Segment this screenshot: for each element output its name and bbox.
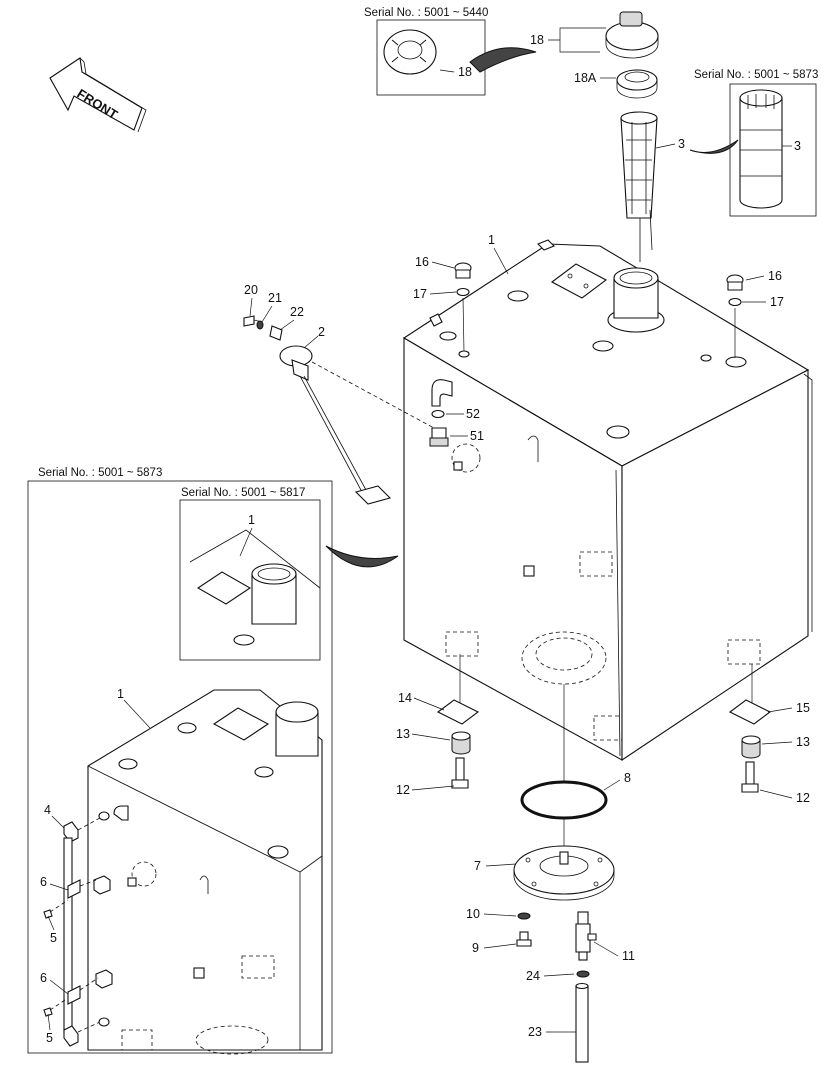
strainer-inset-serial-label: Serial No. : 5001 ~ 5873: [694, 69, 818, 81]
callout-12-right: 12: [796, 791, 810, 805]
callout-22: 22: [290, 305, 304, 319]
callout-5-lower: 5: [46, 1031, 53, 1045]
callout-14: 14: [398, 691, 412, 705]
callout-17-left: 17: [413, 287, 427, 301]
o-ring-part-52: [431, 409, 445, 419]
callout-13-right: 13: [796, 735, 810, 749]
adapter-part-11: [575, 911, 597, 961]
level-gauge-part-2: [279, 345, 392, 505]
strainer-part-3: [620, 111, 658, 262]
washer-part-10: [517, 912, 531, 920]
callout-18a: 18A: [574, 71, 597, 85]
pipe-part-23: [575, 982, 589, 1063]
sub-inset-serial-label: Serial No. : 5001 ~ 5817: [181, 487, 305, 499]
cap-inset: Serial No. : 5001 ~ 5440 18: [364, 7, 537, 96]
callout-18-inset: 18: [458, 65, 472, 79]
bolt-part-12-left: [451, 757, 469, 789]
cap-inset-serial-label: Serial No. : 5001 ~ 5440: [364, 7, 488, 19]
o-ring-part-17-right: [728, 297, 742, 307]
strainer-inset: Serial No. : 5001 ~ 5873 3: [689, 69, 818, 217]
callout-20: 20: [244, 283, 258, 297]
rubber-mount-part-13-right: [741, 735, 761, 759]
o-ring-part-17-left: [456, 287, 470, 297]
clamp-part-6-lower: [67, 969, 113, 1005]
callout-23: 23: [528, 1025, 542, 1039]
left-inset-serial-label: Serial No. : 5001 ~ 5873: [38, 467, 162, 479]
callout-10: 10: [466, 907, 480, 921]
cap-inset-part-18: [383, 29, 437, 75]
callout-3: 3: [678, 137, 685, 151]
callout-5-upper: 5: [50, 931, 57, 945]
bolt-part-20: [243, 315, 263, 327]
sub-inset-frame: [179, 499, 321, 661]
callout-52: 52: [466, 407, 480, 421]
o-ring-part-8: [520, 780, 608, 820]
callout-18: 18: [530, 33, 544, 47]
left-inset-frame: [27, 480, 333, 1054]
washer-part-24: [576, 970, 590, 978]
left-inset: Serial No. : 5001 ~ 5873 Serial No. : 50…: [27, 467, 399, 1055]
callout-1-left: 1: [117, 687, 124, 701]
filler-cap-part-18: [605, 11, 659, 59]
callout-2: 2: [318, 325, 325, 339]
callout-24: 24: [526, 969, 540, 983]
connector-part-51: [429, 427, 449, 447]
rubber-mount-part-13-left: [451, 731, 471, 755]
clamp-part-6-upper: [67, 875, 111, 899]
strainer-inset-frame: [729, 83, 817, 217]
callout-1: 1: [488, 233, 495, 247]
callout-3-inset: 3: [794, 139, 801, 153]
callout-16-left: 16: [415, 255, 429, 269]
callout-4: 4: [44, 803, 51, 817]
bracket-part-22: [269, 325, 283, 341]
callout-51: 51: [470, 429, 484, 443]
bolt-part-9: [516, 931, 532, 947]
callout-8: 8: [624, 771, 631, 785]
gasket-part-18a: [616, 69, 658, 99]
callout-1-sub: 1: [248, 513, 255, 527]
washer-part-21: [256, 320, 264, 330]
callout-7: 7: [474, 859, 481, 873]
hydraulic-tank-part-1: [402, 239, 813, 762]
callout-6-lower: 6: [40, 971, 47, 985]
callout-6-upper: 6: [40, 875, 47, 889]
front-arrow: FRONT: [49, 57, 147, 133]
callout-21: 21: [268, 291, 282, 305]
callout-11: 11: [622, 949, 635, 963]
callout-16-right: 16: [768, 269, 782, 283]
callout-9: 9: [472, 941, 479, 955]
shim-part-14: [436, 699, 480, 725]
plug-part-16-right: [726, 274, 744, 291]
callout-15: 15: [796, 701, 810, 715]
sight-gauge-part-4: [63, 821, 79, 1047]
shim-part-15: [728, 699, 772, 725]
callout-12-left: 12: [396, 783, 410, 797]
bolt-part-12-right: [741, 761, 759, 793]
cover-plate-part-7: [513, 845, 615, 901]
plug-part-16-left: [454, 262, 472, 279]
callout-17-right: 17: [770, 295, 784, 309]
callout-13-left: 13: [396, 727, 410, 741]
